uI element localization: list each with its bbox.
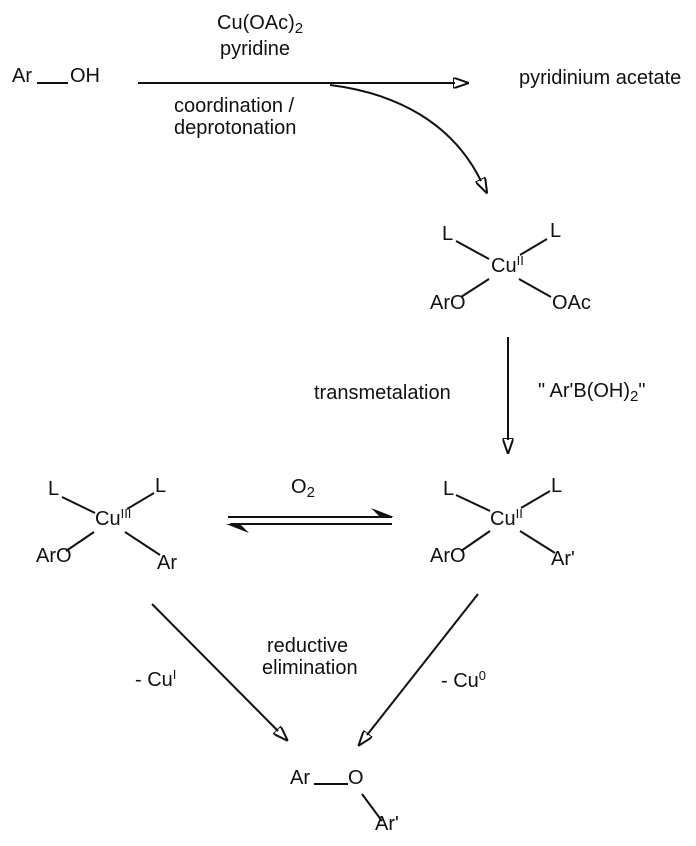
minus-cu1-superscript: I [172, 667, 177, 682]
oxygen-text: O [291, 476, 307, 498]
complex-a-bonds [455, 238, 552, 298]
condition-coordination-label: coordination / [174, 95, 295, 117]
boronic-acid-subscript: 2 [630, 388, 639, 405]
complex-b-oxidation-state: III [120, 506, 132, 521]
complex-a-metal-text: Cu [491, 255, 517, 277]
condition-deprotonation-label: deprotonation [174, 117, 297, 139]
bond-c-ar-prime [519, 530, 556, 554]
complex-c-ligand-tr-label: L [551, 475, 563, 497]
reductive-label: reductive [267, 635, 349, 657]
oxygen-subscript: 2 [306, 484, 315, 501]
product-o-label: O [348, 767, 364, 789]
complex-a-oxidation-state: II [516, 253, 524, 268]
complex-c-metal-label: CuII [490, 507, 523, 529]
complex-c-aro-label: ArO [430, 545, 466, 567]
minus-cu1-text: - Cu [135, 669, 173, 691]
bond-b-l-tl [61, 496, 96, 514]
bond-b-l-tr [126, 492, 155, 510]
minus-cu0-label: - Cu0 [441, 669, 486, 691]
byproduct-pyridinium-acetate-label: pyridinium acetate [519, 67, 682, 89]
curved-arrow-to-complex-a [329, 84, 481, 181]
bond-product-o-ar-prime [361, 793, 383, 822]
equilibrium-forward-head [371, 508, 394, 517]
bond-c-l-tl [455, 494, 491, 512]
boronic-acid-close-quote: " [638, 380, 646, 402]
product-ar-prime-label: Ar' [375, 813, 399, 835]
reductive-elimination-arrow-left [151, 603, 278, 731]
minus-cu0-superscript: 0 [478, 668, 487, 683]
complex-a-metal-label: CuII [491, 254, 524, 276]
complex-c-ligand-tl-label: L [443, 478, 455, 500]
complex-b-bonds [61, 492, 161, 556]
product-ar-label: Ar [290, 767, 310, 789]
equilibrium-reverse-head [226, 524, 249, 533]
complex-b-metal-label: CuIII [95, 507, 131, 529]
boronic-acid-label: " Ar'B(OH)2" [538, 381, 645, 404]
complex-b-metal-text: Cu [95, 508, 121, 530]
complex-b-aro-label: ArO [36, 545, 72, 567]
complex-c-oxidation-state: II [515, 506, 523, 521]
complex-a-ligand-tr-label: L [550, 220, 562, 242]
minus-cu0-text: - Cu [441, 670, 479, 692]
bond-b-ar [124, 531, 161, 556]
bond-a-l-tr [519, 238, 548, 256]
equilibrium-arrows [226, 508, 394, 533]
reagent-pyridine-label: pyridine [220, 38, 291, 60]
reagent-cu-oac2-text: Cu(OAc) [217, 12, 295, 34]
bond-a-oac [518, 278, 552, 298]
complex-c-bonds [455, 490, 556, 554]
reagent-cu-oac2-label: Cu(OAc)2 [217, 13, 303, 36]
complex-b-ligand-tr-label: L [155, 475, 167, 497]
complex-a-aro-label: ArO [430, 292, 466, 314]
bond-c-oar [460, 530, 491, 552]
boronic-acid-text: " Ar'B(OH) [538, 380, 631, 402]
bond-c-l-tr [520, 490, 551, 509]
complex-b-ligand-tl-label: L [48, 478, 60, 500]
complex-b-ar-label: Ar [157, 552, 177, 574]
complex-c-ar-prime-label: Ar' [551, 548, 575, 570]
reactant-ar-label: Ar [12, 65, 32, 87]
oxygen-label: O2 [291, 477, 315, 500]
complex-c-metal-text: Cu [490, 508, 516, 530]
reactant-oh-label: OH [70, 65, 100, 87]
elimination-label: elimination [262, 657, 358, 679]
bond-a-l-tl [455, 240, 490, 260]
bond-b-oar [65, 531, 95, 552]
minus-cu1-label: - CuI [135, 668, 176, 690]
reagent-cu-oac2-subscript: 2 [294, 20, 304, 37]
bond-a-oar [460, 278, 490, 298]
transmetalation-label: transmetalation [314, 382, 451, 404]
reductive-elimination-arrow-right [367, 593, 479, 735]
complex-a-oac-label: OAc [552, 292, 591, 314]
complex-a-ligand-tl-label: L [442, 223, 454, 245]
